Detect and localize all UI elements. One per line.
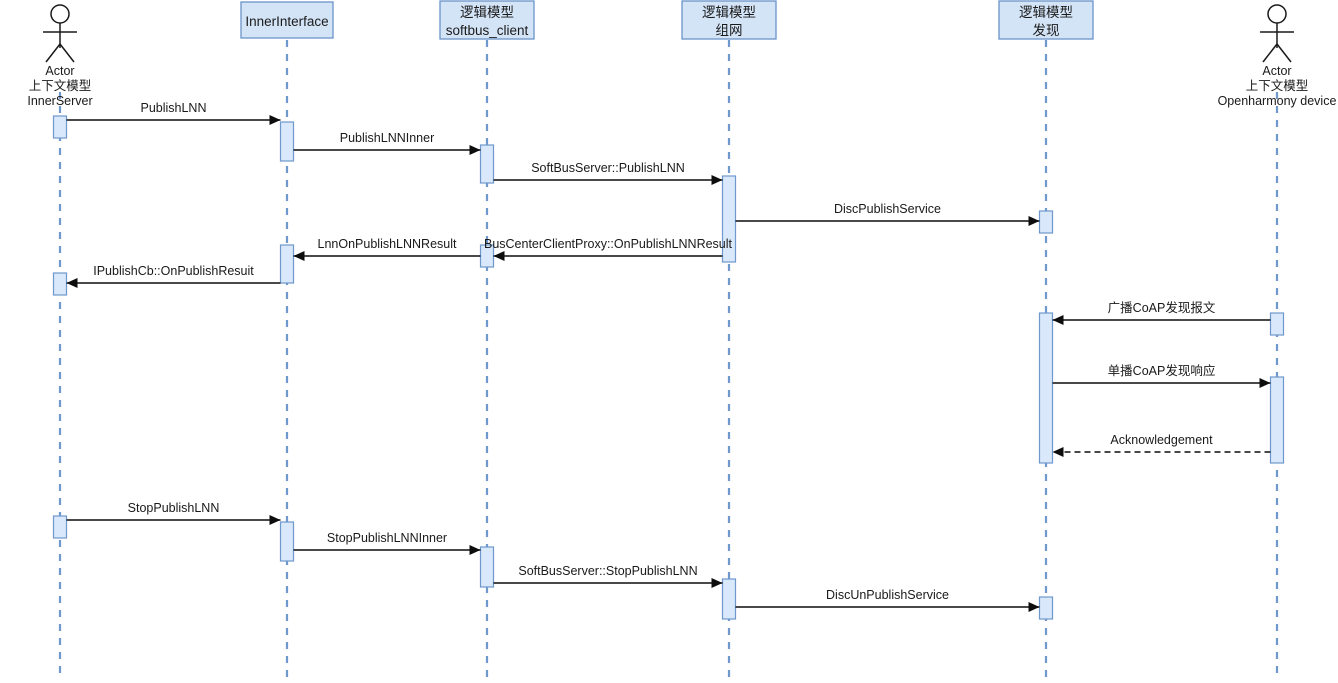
activation-bar [1038, 210, 1054, 234]
message-m10: Acknowledgement [1052, 433, 1271, 457]
participant-label: Openharmony device [1218, 94, 1337, 108]
activation-bar [279, 244, 295, 284]
message-label: IPublishCb::OnPublishResuit [93, 264, 254, 278]
message-m11: StopPublishLNN [66, 501, 281, 525]
message-m2: PublishLNNInner [293, 131, 481, 155]
participant-box[interactable] [998, 0, 1094, 40]
participant-label: 组网 [716, 23, 743, 38]
message-m13: SoftBusServer::StopPublishLNN [493, 564, 723, 588]
message-m12: StopPublishLNNInner [293, 531, 481, 555]
actor-head-icon [50, 4, 70, 24]
message-m1: PublishLNN [66, 101, 281, 125]
participant-label: InnerInterface [245, 14, 328, 29]
activation-bar [52, 272, 68, 296]
actor-head-icon [1267, 4, 1287, 24]
activation-bar [279, 521, 295, 562]
participant-softbus-client[interactable]: 逻辑模型 softbus_client [439, 0, 535, 40]
participants-layer: Actor上下文模型InnerServerInnerInterface逻辑模型s… [27, 0, 1337, 108]
activation-bar [52, 115, 68, 139]
actor-legs-icon [45, 42, 75, 63]
arrow-head-icon [66, 278, 78, 288]
activation-bar [1269, 312, 1285, 336]
activations-layer [52, 115, 1285, 620]
message-m8: 广播CoAP发现报文 [1052, 300, 1271, 325]
message-label: 单播CoAP发现响应 [1108, 363, 1216, 378]
participant-label: 上下文模型 [29, 78, 92, 93]
arrow-head-icon [1028, 216, 1040, 226]
message-m7: IPublishCb::OnPublishResuit [66, 264, 281, 288]
arrow-head-icon [711, 578, 723, 588]
activation-bar [1038, 596, 1054, 620]
participant-label: 逻辑模型 [702, 5, 756, 20]
activation-bar [721, 578, 737, 620]
activation-bar [52, 515, 68, 539]
activation-bar [1038, 312, 1054, 464]
arrow-head-icon [293, 251, 305, 261]
message-label: StopPublishLNNInner [327, 531, 447, 545]
arrow-head-icon [469, 145, 481, 155]
participant-label: InnerServer [27, 94, 92, 108]
message-label: 广播CoAP发现报文 [1108, 300, 1216, 315]
arrow-head-icon [1052, 315, 1064, 325]
activation-bar [279, 121, 295, 162]
message-m6: LnnOnPublishLNNResult [293, 237, 481, 261]
message-label: DiscPublishService [834, 202, 941, 216]
message-label: Acknowledgement [1110, 433, 1213, 447]
message-label: StopPublishLNN [128, 501, 220, 515]
participant-label: 逻辑模型 [460, 5, 514, 20]
messages-layer: PublishLNNPublishLNNInnerSoftBusServer::… [66, 101, 1271, 612]
message-m5: BusCenterClientProxy::OnPublishLNNResult [484, 237, 733, 261]
participant-box[interactable] [240, 1, 334, 39]
participant-label: 上下文模型 [1246, 78, 1309, 93]
message-label: SoftBusServer::StopPublishLNN [518, 564, 697, 578]
participant-label: 逻辑模型 [1019, 5, 1073, 20]
message-label: SoftBusServer::PublishLNN [531, 161, 685, 175]
actor-legs-icon [1262, 42, 1292, 63]
arrow-head-icon [711, 175, 723, 185]
activation-bar [479, 144, 495, 184]
arrow-head-icon [1259, 378, 1271, 388]
activation-bar [1269, 376, 1285, 464]
message-label: BusCenterClientProxy::OnPublishLNNResult [484, 237, 733, 251]
message-m9: 单播CoAP发现响应 [1052, 363, 1271, 388]
arrow-head-icon [269, 515, 281, 525]
participant-inner-interface[interactable]: InnerInterface [240, 1, 334, 39]
participant-label: 发现 [1033, 23, 1060, 38]
participant-label: Actor [45, 64, 74, 78]
participant-label: softbus_client [446, 23, 529, 38]
message-label: DiscUnPublishService [826, 588, 949, 602]
arrow-head-icon [469, 545, 481, 555]
arrow-head-icon [493, 251, 505, 261]
message-label: PublishLNN [140, 101, 206, 115]
message-m3: SoftBusServer::PublishLNN [493, 161, 723, 185]
participant-label: Actor [1262, 64, 1291, 78]
activation-bar [721, 175, 737, 263]
activation-bar [479, 546, 495, 588]
arrow-head-icon [269, 115, 281, 125]
participant-box[interactable] [439, 0, 535, 40]
arrow-head-icon [1028, 602, 1040, 612]
message-label: LnnOnPublishLNNResult [318, 237, 457, 251]
arrow-head-icon [1052, 447, 1064, 457]
message-label: PublishLNNInner [340, 131, 435, 145]
message-m4: DiscPublishService [735, 202, 1040, 226]
message-m14: DiscUnPublishService [735, 588, 1040, 612]
participant-box[interactable] [681, 0, 777, 40]
